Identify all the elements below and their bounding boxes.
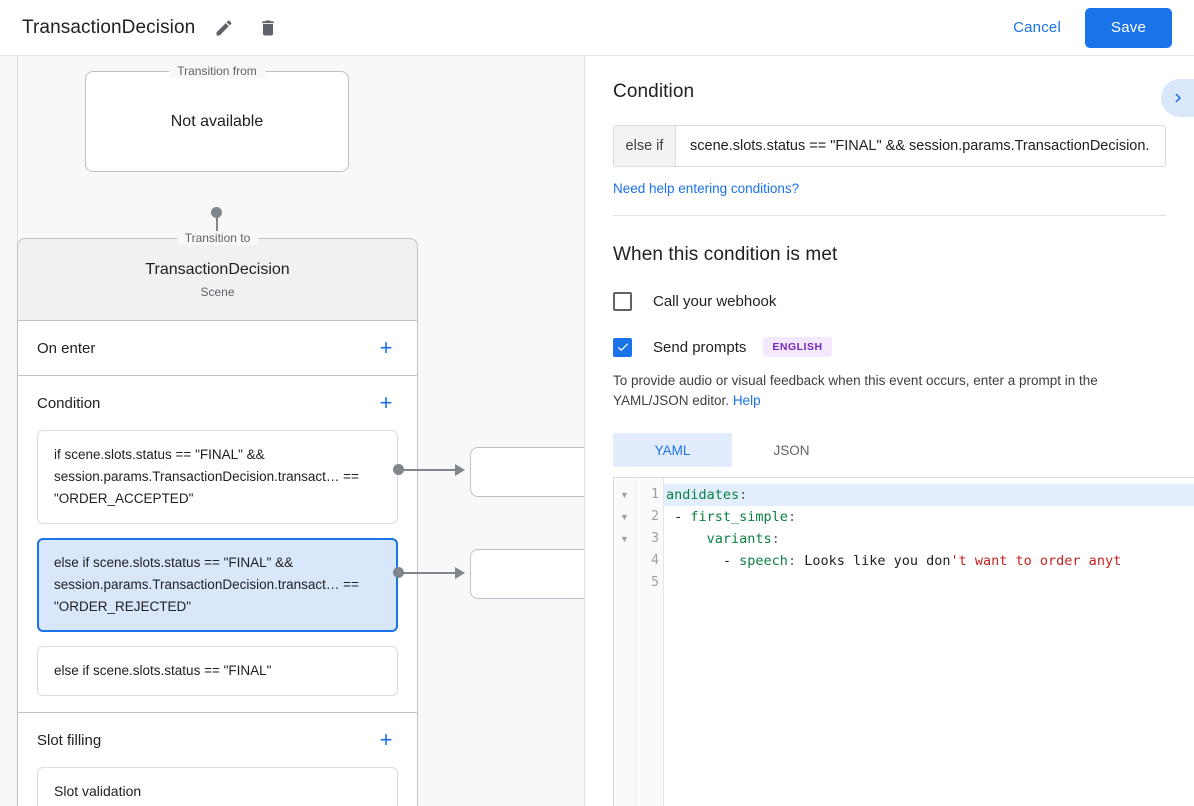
- pencil-icon[interactable]: [209, 13, 239, 43]
- condition-target-box-1[interactable]: [470, 549, 584, 599]
- slot-validation-card[interactable]: Slot validation: [37, 767, 398, 806]
- pencil-icon-glyph: [216, 19, 232, 35]
- panel-divider: [613, 215, 1166, 216]
- code-line-5[interactable]: [664, 572, 1194, 594]
- trash-icon-glyph: [262, 20, 275, 35]
- code-line-2[interactable]: - first_simple:: [664, 506, 1194, 528]
- code-token: :: [787, 553, 805, 569]
- section-header-slot-filling: Slot filling +: [37, 713, 398, 767]
- code-token: :: [787, 509, 797, 525]
- code-line-4[interactable]: - speech: Looks like you don't want to o…: [664, 550, 1194, 572]
- condition-link-line-1: [399, 572, 459, 574]
- line-number-3: 3: [651, 531, 659, 546]
- code-token: [666, 531, 707, 547]
- condition-panel-heading: Condition: [613, 81, 695, 102]
- call-webhook-checkbox[interactable]: [613, 292, 632, 311]
- fold-toggle-5: [614, 572, 635, 594]
- section-on-enter: On enter +: [17, 321, 418, 376]
- condition-expression-input[interactable]: [676, 126, 1165, 166]
- editor-format-tabs: YAML JSON: [613, 433, 1166, 467]
- section-title-slot-filling: Slot filling: [37, 731, 102, 749]
- tab-json[interactable]: JSON: [773, 442, 810, 458]
- send-prompts-row[interactable]: Send prompts ENGLISH: [613, 337, 1166, 357]
- yaml-editor[interactable]: ▼ ▼ ▼ 1 2 3 4 5 andidates: - first_simple: var…: [613, 477, 1194, 806]
- fold-toggle-1[interactable]: ▼: [620, 490, 629, 500]
- code-token: speech: [739, 553, 788, 569]
- add-on-enter-button[interactable]: +: [379, 335, 393, 360]
- code-token: Looks like you don: [804, 553, 951, 569]
- code-token: 't want to order anyt: [950, 553, 1122, 569]
- condition-detail-panel: Condition else if Need help entering con…: [584, 56, 1194, 806]
- condition-link-arrow-1: [455, 567, 465, 579]
- send-prompts-checkbox[interactable]: [613, 337, 632, 357]
- condition-card-2[interactable]: else if scene.slots.status == "FINAL": [37, 646, 398, 696]
- editor-fold-gutter[interactable]: ▼ ▼ ▼: [614, 478, 636, 806]
- cancel-button[interactable]: Cancel: [999, 10, 1075, 45]
- scene-card: Transition to TransactionDecision Scene …: [17, 231, 418, 806]
- check-icon: [617, 343, 628, 352]
- condition-link-dot-0: [393, 464, 404, 475]
- condition-link-arrow-0: [455, 464, 465, 476]
- code-token: :: [739, 487, 748, 503]
- condition-link-line-0: [399, 469, 459, 471]
- prompts-hint-text: To provide audio or visual feedback when…: [613, 371, 1166, 411]
- code-token: andidates: [666, 487, 740, 503]
- condition-link-dot-1: [393, 567, 404, 578]
- section-condition: Condition + if scene.slots.status == "FI…: [17, 376, 418, 713]
- condition-prefix-label: else if: [614, 126, 676, 166]
- line-number-2: 2: [651, 509, 659, 524]
- section-header-on-enter: On enter +: [37, 321, 398, 375]
- condition-met-section: When this condition is met Call your web…: [585, 216, 1194, 467]
- fold-toggle-2[interactable]: ▼: [620, 512, 629, 522]
- condition-met-heading: When this condition is met: [613, 244, 838, 265]
- condition-card-0[interactable]: if scene.slots.status == "FINAL" && sess…: [37, 430, 398, 524]
- code-line-3[interactable]: variants:: [664, 528, 1194, 550]
- line-number-5: 5: [651, 575, 659, 590]
- webhook-row[interactable]: Call your webhook: [613, 292, 1166, 311]
- scene-canvas: Transition from Not available Transition…: [0, 56, 584, 806]
- code-line-1[interactable]: andidates:: [664, 484, 1194, 506]
- add-condition-button[interactable]: +: [379, 390, 393, 415]
- condition-help-link[interactable]: Need help entering conditions?: [613, 181, 800, 196]
- chevron-right-icon-glyph: [1174, 93, 1181, 103]
- condition-card-1[interactable]: else if scene.slots.status == "FINAL" &&…: [37, 538, 398, 632]
- add-slot-filling-button[interactable]: +: [379, 727, 393, 752]
- code-token: -: [666, 553, 740, 569]
- transition-to-box[interactable]: Transition to TransactionDecision Scene: [17, 231, 418, 321]
- prompts-hint-body: To provide audio or visual feedback when…: [613, 373, 1098, 408]
- fold-toggle-3[interactable]: ▼: [620, 534, 629, 544]
- line-number-1: 1: [651, 487, 659, 502]
- section-title-condition: Condition: [37, 394, 101, 412]
- prompts-help-link[interactable]: Help: [732, 393, 761, 408]
- language-badge: ENGLISH: [763, 337, 832, 357]
- transition-from-legend: Transition from: [169, 64, 265, 78]
- code-token: variants: [706, 531, 772, 547]
- fold-toggle-4: [614, 550, 635, 572]
- transition-to-subtitle: Scene: [200, 284, 235, 299]
- section-header-condition: Condition +: [37, 376, 398, 430]
- condition-target-box-0[interactable]: [470, 447, 584, 497]
- chevron-right-icon[interactable]: [1161, 79, 1194, 117]
- code-token: -: [666, 509, 691, 525]
- transition-to-title: TransactionDecision: [145, 260, 290, 278]
- call-webhook-label: Call your webhook: [653, 293, 777, 310]
- condition-panel-top: Condition else if Need help entering con…: [585, 56, 1194, 216]
- transition-to-legend: Transition to: [176, 231, 259, 245]
- send-prompts-label: Send prompts: [653, 338, 747, 356]
- section-title-on-enter: On enter: [37, 339, 96, 357]
- editor-code-area[interactable]: andidates: - first_simple: variants: - s…: [664, 478, 1194, 806]
- trash-icon[interactable]: [253, 13, 283, 43]
- line-number-4: 4: [651, 553, 659, 568]
- code-token: first_simple: [690, 509, 788, 525]
- transition-from-value: Not available: [170, 112, 264, 130]
- condition-input-row[interactable]: else if: [613, 125, 1166, 167]
- transition-from-box[interactable]: Transition from Not available: [85, 64, 349, 172]
- app-header: TransactionDecision Cancel Save: [0, 0, 1194, 56]
- code-token: :: [771, 531, 780, 547]
- tab-yaml[interactable]: YAML: [613, 433, 732, 467]
- editor-line-gutter: 1 2 3 4 5: [636, 478, 664, 806]
- page-title: TransactionDecision: [22, 16, 196, 38]
- save-button[interactable]: Save: [1085, 7, 1172, 48]
- section-slot-filling: Slot filling + Slot validation: [17, 713, 418, 806]
